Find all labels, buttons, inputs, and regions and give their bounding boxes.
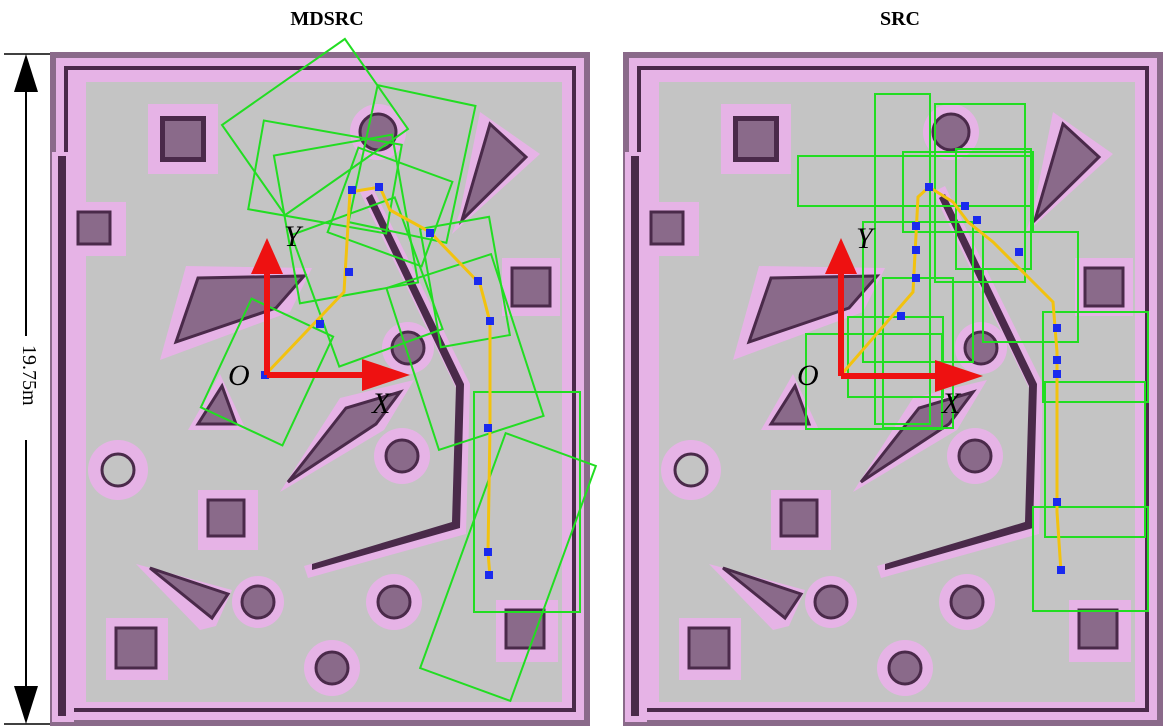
right-panel-title: SRC: [879, 8, 920, 30]
right-path: [839, 185, 1063, 573]
right-y-label: Y: [856, 222, 876, 255]
left-map: [48, 37, 598, 728]
left-x-label: X: [371, 387, 392, 420]
scale-bar: [4, 53, 50, 725]
left-y-label: Y: [284, 220, 304, 253]
right-waypoints: [897, 183, 1065, 574]
right-corridor-boxes: [797, 93, 1149, 612]
right-map: [621, 50, 1165, 728]
right-x-label: X: [941, 387, 962, 420]
left-panel-title: MDSRC: [290, 8, 364, 30]
left-origin-label: O: [228, 359, 250, 392]
scale-label: 19.75m: [18, 345, 40, 406]
right-axes: [825, 238, 983, 392]
left-axes: [251, 238, 410, 391]
right-origin-label: O: [797, 359, 819, 392]
